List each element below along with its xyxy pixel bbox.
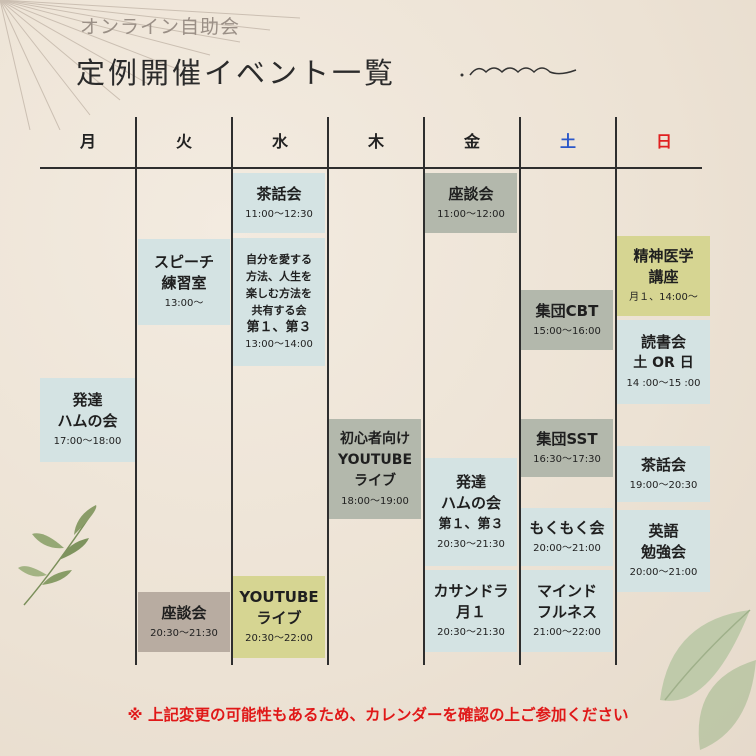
event-time: 16:30〜17:30 xyxy=(533,453,601,465)
event-time: 14 :00〜15 :00 xyxy=(626,378,701,389)
event-name: 集団SST xyxy=(536,429,598,448)
event-card: スピーチ 練習室 13:00〜 xyxy=(138,239,230,325)
event-card: 読書会 土 OR 日 14 :00〜15 :00 xyxy=(617,320,710,404)
event-time: 20:30〜21:30 xyxy=(437,627,505,638)
event-card: 茶話会 11:00〜12:30 xyxy=(233,173,325,233)
column-divider xyxy=(615,117,617,665)
event-time: 13:00〜14:00 xyxy=(245,339,313,350)
event-card: 初心者向け YOUTUBE ライブ 18:00〜19:00 xyxy=(329,419,421,519)
page-title: 定例開催イベント一覧 xyxy=(76,56,397,90)
day-header-fri: 金 xyxy=(463,132,480,151)
event-name: 初心者向け xyxy=(340,430,410,447)
event-card: YOUTUBE ライブ 20:30〜22:00 xyxy=(233,576,325,658)
column-divider xyxy=(231,117,233,665)
event-time: 20:30〜21:30 xyxy=(437,538,505,550)
notice-text: ※ 上記変更の可能性もあるため、カレンダーを確認の上ご参加ください xyxy=(127,706,629,724)
event-card: 自分を愛する 方法、人生を 楽しむ方法を 共有する会 第１、第３ 13:00〜1… xyxy=(233,238,325,366)
event-time: 19:00〜20:30 xyxy=(629,479,698,491)
event-name: カサンドラ xyxy=(433,582,509,600)
event-card: 発達 ハムの会 17:00〜18:00 xyxy=(40,378,135,462)
event-time: 18:00〜19:00 xyxy=(341,495,409,507)
event-time: 21:00〜22:00 xyxy=(533,627,601,638)
event-time: 20:30〜21:30 xyxy=(150,627,218,639)
event-card: 座談会 20:30〜21:30 xyxy=(138,592,230,652)
event-time: 11:00〜12:30 xyxy=(245,208,313,220)
event-name: 茶話会 xyxy=(256,184,302,203)
event-name: 精神医学 xyxy=(633,247,694,265)
column-divider xyxy=(327,117,329,665)
day-header-mon: 月 xyxy=(79,132,96,151)
event-name: 月１ xyxy=(455,603,486,621)
event-name: 楽しむ方法を xyxy=(246,287,312,300)
day-header-sat: 土 xyxy=(559,132,576,151)
event-name: 発達 xyxy=(455,472,486,491)
event-name: 方法、人生を xyxy=(246,270,312,283)
event-name: スピーチ xyxy=(153,253,214,271)
event-name: 集団CBT xyxy=(535,301,599,320)
event-name: 練習室 xyxy=(161,274,207,292)
event-time: 20:00〜21:00 xyxy=(533,542,601,554)
event-name: 座談会 xyxy=(161,603,207,622)
event-card: マインド フルネス 21:00〜22:00 xyxy=(521,570,613,652)
event-time: 11:00〜12:00 xyxy=(437,208,505,220)
header-divider xyxy=(40,167,702,169)
event-card: 茶話会 19:00〜20:30 xyxy=(617,446,710,502)
event-time: 15:00〜16:00 xyxy=(533,325,601,337)
event-name: 勉強会 xyxy=(640,543,686,561)
day-header-wed: 水 xyxy=(271,132,288,151)
event-name: 自分を愛する xyxy=(246,253,312,266)
day-header-thu: 木 xyxy=(367,132,384,151)
leaf-decoration xyxy=(660,609,756,750)
event-card: 精神医学 講座 月１、14:00〜 xyxy=(617,236,710,316)
event-name: 読書会 xyxy=(640,333,686,351)
page-subtitle: オンライン自助会 xyxy=(80,16,241,38)
event-time: 月１、14:00〜 xyxy=(629,292,698,303)
day-header-sun: 日 xyxy=(655,132,672,151)
event-name: 英語 xyxy=(648,522,679,540)
event-time: 20:30〜22:00 xyxy=(245,633,313,644)
event-schedule: 土 OR 日 xyxy=(633,355,694,371)
column-divider xyxy=(519,117,521,665)
event-frequency: 第１、第３ xyxy=(438,516,504,532)
leaf-branch-decoration xyxy=(18,505,97,606)
event-name: 講座 xyxy=(648,268,679,286)
event-name: ハムの会 xyxy=(440,493,501,512)
event-name: ハムの会 xyxy=(57,412,118,430)
event-name: 発達 xyxy=(72,391,103,409)
event-card: もくもく会 20:00〜21:00 xyxy=(521,508,613,566)
event-card: 座談会 11:00〜12:00 xyxy=(425,173,517,233)
event-name: 茶話会 xyxy=(640,455,686,474)
event-name: フルネス xyxy=(536,603,597,621)
event-card: 集団SST 16:30〜17:30 xyxy=(521,419,613,477)
column-divider xyxy=(135,117,137,665)
event-card: 発達 ハムの会 第１、第３ 20:30〜21:30 xyxy=(425,458,517,566)
event-card: カサンドラ 月１ 20:30〜21:30 xyxy=(425,570,517,652)
event-name: ライブ xyxy=(256,609,302,627)
event-name: YOUTUBE xyxy=(337,451,413,468)
event-time: 20:00〜21:00 xyxy=(629,567,698,578)
event-time: 13:00〜 xyxy=(164,298,204,309)
event-card: 集団CBT 15:00〜16:00 xyxy=(521,290,613,350)
wave-decoration xyxy=(460,67,577,77)
sun-rays-decoration xyxy=(0,0,300,130)
event-name: マインド xyxy=(536,582,597,600)
event-name: 座談会 xyxy=(448,184,494,203)
event-name: YOUTUBE xyxy=(239,588,319,606)
event-name: 共有する会 xyxy=(251,304,307,317)
event-time: 17:00〜18:00 xyxy=(53,436,122,447)
event-card: 英語 勉強会 20:00〜21:00 xyxy=(617,510,710,592)
event-frequency: 第１、第３ xyxy=(246,320,312,335)
event-name: もくもく会 xyxy=(529,518,605,537)
event-name: ライブ xyxy=(354,472,396,489)
column-divider xyxy=(423,117,425,665)
day-header-tue: 火 xyxy=(175,132,192,151)
